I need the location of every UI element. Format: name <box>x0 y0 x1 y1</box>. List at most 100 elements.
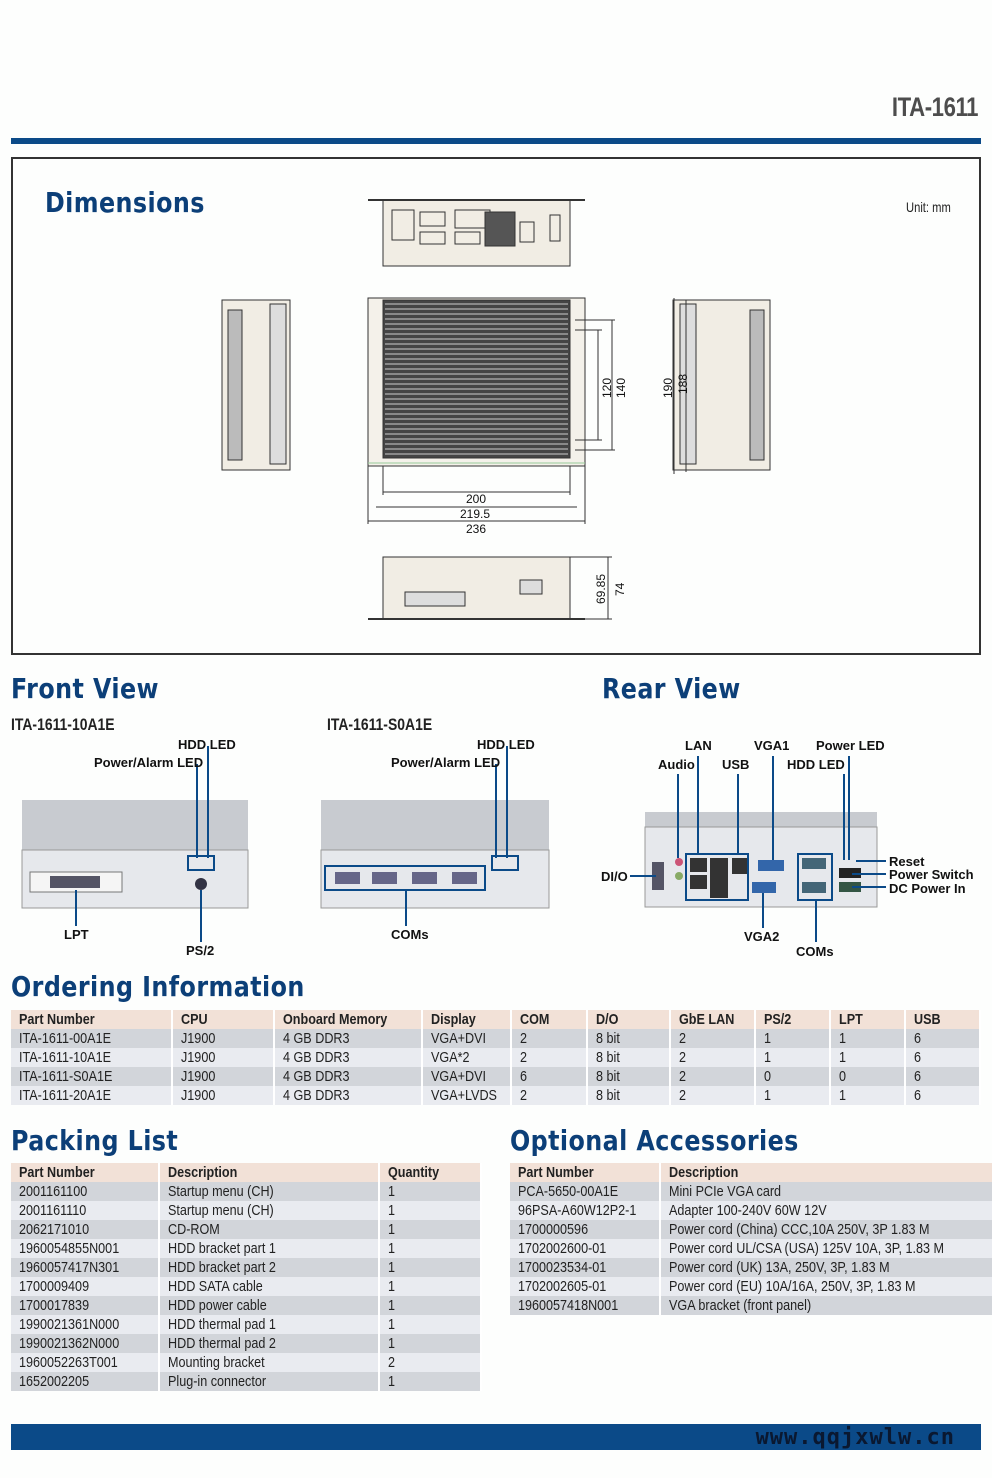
table-cell: 6 <box>904 1086 982 1105</box>
model-title: ITA-1611 <box>891 92 979 122</box>
table-row: 1960052263T001 Mounting bracket 2 <box>11 1353 482 1372</box>
table-cell: PS/2 <box>754 1010 832 1029</box>
table-cell: 2001161100 <box>11 1182 161 1201</box>
cell-text: 1 <box>839 1087 847 1104</box>
rear-view-heading: Rear View <box>602 672 741 705</box>
table-cell: COM <box>510 1010 589 1029</box>
table-cell: 2 <box>510 1029 589 1048</box>
cell-text: PCA-5650-00A1E <box>518 1183 619 1200</box>
cell-text: 8 bit <box>596 1030 620 1047</box>
table-cell: 6 <box>904 1067 982 1086</box>
cell-text: Plug-in connector <box>168 1373 267 1390</box>
cell-text: 1990021362N000 <box>19 1335 120 1352</box>
table-cell: 96PSA-A60W12P2-1 <box>510 1201 661 1220</box>
cell-text: HDD bracket part 2 <box>168 1259 277 1276</box>
right-side-drawing <box>672 299 771 471</box>
table-cell: 2 <box>670 1067 756 1086</box>
table-cell: Description <box>159 1163 381 1182</box>
bottom-view-drawing <box>368 556 585 620</box>
cell-text: 2 <box>388 1354 396 1371</box>
front-view-drawing <box>367 297 586 467</box>
cell-text: J1900 <box>180 1030 216 1047</box>
table-cell: 1990021362N000 <box>11 1334 161 1353</box>
cell-text: Display <box>431 1011 477 1028</box>
table-cell: ITA-1611-00A1E <box>11 1029 173 1048</box>
table-cell: HDD bracket part 2 <box>159 1258 381 1277</box>
label-coms-front: COMs <box>391 927 429 942</box>
cell-text: 2 <box>519 1030 527 1047</box>
table-cell: 1 <box>754 1086 832 1105</box>
cell-text: 1 <box>388 1183 396 1200</box>
table-cell: 4 GB DDR3 <box>274 1029 424 1048</box>
cell-text: ITA-1611-00A1E <box>19 1030 111 1047</box>
cell-text: 6 <box>913 1068 921 1085</box>
table-cell: D/O <box>587 1010 672 1029</box>
table-cell: 2062171010 <box>11 1220 161 1239</box>
table-cell: 1 <box>379 1296 482 1315</box>
cell-text: Adapter 100-240V 60W 12V <box>668 1202 827 1219</box>
table-cell: 8 bit <box>587 1029 672 1048</box>
cell-text: USB <box>913 1011 941 1028</box>
cell-text: Mounting bracket <box>168 1354 266 1371</box>
cell-text: Description <box>668 1164 739 1181</box>
table-cell: 1990021361N000 <box>11 1315 161 1334</box>
table-cell: 2 <box>379 1353 482 1372</box>
dimension-drawings <box>221 199 771 620</box>
cell-text: PS/2 <box>763 1011 791 1028</box>
cell-text: 1702002600-01 <box>518 1240 607 1257</box>
label-lpt: LPT <box>64 927 89 942</box>
table-cell: J1900 <box>171 1067 276 1086</box>
table-cell: Power cord (EU) 10A/16A, 250V, 3P, 1.83 … <box>659 1277 992 1296</box>
cell-text: J1900 <box>180 1068 216 1085</box>
table-cell: 1 <box>379 1334 482 1353</box>
table-cell: 1652002205 <box>11 1372 161 1391</box>
label-vga2: VGA2 <box>744 929 780 944</box>
cell-text: HDD power cable <box>168 1297 268 1314</box>
table-cell: VGA bracket (front panel) <box>659 1296 992 1315</box>
table-cell: 1 <box>830 1048 906 1067</box>
dimension-lines <box>367 298 687 620</box>
label-dc-power-in: DC Power In <box>889 881 966 896</box>
table-cell: 2 <box>670 1086 756 1105</box>
cell-text: 6 <box>913 1087 921 1104</box>
table-cell: 1 <box>379 1201 482 1220</box>
cell-text: 1 <box>388 1335 396 1352</box>
label-power-led-a: Power/Alarm LED <box>94 755 204 770</box>
table-cell: 1702002600-01 <box>510 1239 661 1258</box>
table-cell: Plug-in connector <box>159 1372 381 1391</box>
cell-text: 1652002205 <box>19 1373 90 1390</box>
table-cell: LPT <box>830 1010 906 1029</box>
table-cell: 6 <box>510 1067 589 1086</box>
cell-text: 6 <box>913 1030 921 1047</box>
cell-text: 1960057417N301 <box>19 1259 120 1276</box>
table-cell: 2 <box>670 1029 756 1048</box>
table-cell: Startup menu (CH) <box>159 1201 381 1220</box>
cell-text: 2062171010 <box>19 1221 90 1238</box>
table-cell: 1960052263T001 <box>11 1353 161 1372</box>
label-hdd-led-a: HDD LED <box>178 737 236 752</box>
table-cell: VGA+DVI <box>422 1029 512 1048</box>
label-lan: LAN <box>685 738 712 753</box>
cell-text: 1 <box>839 1049 847 1066</box>
cell-text: Part Number <box>19 1164 95 1181</box>
cell-text: ITA-1611-20A1E <box>19 1087 111 1104</box>
cell-text: HDD thermal pad 2 <box>168 1335 277 1352</box>
table-cell: HDD thermal pad 1 <box>159 1315 381 1334</box>
cell-text: 1 <box>763 1087 771 1104</box>
dim-120: 120 <box>600 377 614 398</box>
table-cell: Adapter 100-240V 60W 12V <box>659 1201 992 1220</box>
accessories-heading: Optional Accessories <box>510 1124 799 1157</box>
